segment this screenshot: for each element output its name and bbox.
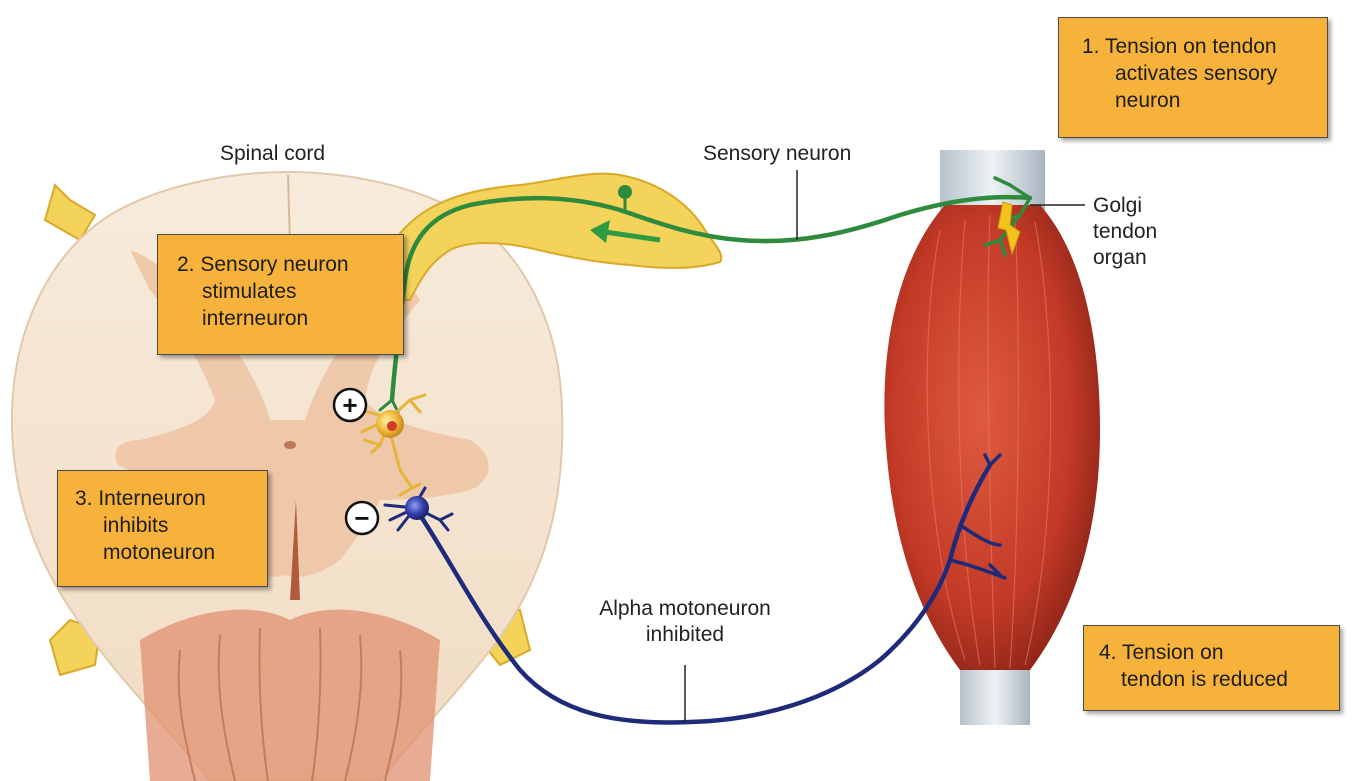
inhibitory-sign: −	[344, 500, 380, 536]
left-dorsal-root	[43, 183, 97, 242]
step-4-line-2: tendon is reduced	[1121, 668, 1288, 691]
motoneuron-dendrites	[383, 486, 454, 532]
golgi-line-3: organ	[1093, 246, 1147, 269]
interneuron	[358, 393, 427, 497]
step-2-line-3: interneuron	[202, 307, 309, 330]
step-3-line-2: inhibits	[103, 514, 169, 537]
ganglion-cell-body	[618, 185, 632, 199]
dorsal-median-sulcus	[287, 174, 291, 246]
interneuron-nucleus	[387, 421, 397, 431]
step-3-line-3: motoneuron	[103, 541, 216, 564]
step-4-line-1: 4. Tension on	[1099, 641, 1224, 664]
direction-arrow	[590, 220, 661, 243]
svg-text:−: −	[354, 503, 369, 533]
ventral-median-fissure	[290, 500, 300, 600]
golgi-line-1: Golgi	[1093, 194, 1143, 217]
golgi-line-2: tendon	[1093, 220, 1158, 243]
svg-text:+: +	[342, 390, 357, 420]
step-1-line-2: activates sensory	[1115, 62, 1278, 85]
step-1-box: 1. Tension on tendon activates sensory n…	[1058, 17, 1328, 138]
leader-lines	[684, 170, 1085, 722]
motoneuron-soma	[405, 496, 429, 520]
alpha-motoneuron	[383, 453, 1007, 725]
label-sensory-neuron: Sensory neuron	[703, 142, 852, 165]
excitatory-sign: +	[332, 387, 368, 423]
label-spinal-cord: Spinal cord	[220, 142, 326, 165]
motor-end-plates	[948, 453, 1007, 580]
muscle-belly	[884, 205, 1100, 670]
step-1-line-1: 1. Tension on tendon	[1082, 35, 1277, 58]
step-1-line-3: neuron	[1115, 89, 1181, 112]
stretch-arrow	[997, 201, 1021, 256]
step-3-box: 3. Interneuron inhibits motoneuron	[57, 470, 268, 587]
label-alpha-motoneuron: Alpha motoneuron inhibited	[575, 596, 795, 648]
alpha-line-2: inhibited	[645, 623, 725, 646]
sensory-axon	[389, 194, 1033, 403]
step-2-line-2: stimulates	[202, 280, 297, 303]
alpha-line-1: Alpha motoneuron	[599, 597, 771, 620]
muscle	[884, 150, 1100, 725]
step-4-box: 4. Tension on tendon is reduced	[1083, 625, 1340, 711]
central-canal	[284, 441, 296, 449]
step-2-line-1: 2. Sensory neuron	[177, 253, 349, 276]
step-2-box: 2. Sensory neuron stimulates interneuron	[157, 234, 404, 355]
striations	[177, 627, 403, 781]
muscle-fibers	[926, 214, 1052, 669]
label-golgi-tendon-organ: Golgi tendon organ	[1093, 193, 1157, 271]
ventral-funiculi	[140, 609, 440, 781]
step-3-line-1: 3. Interneuron	[75, 487, 206, 510]
